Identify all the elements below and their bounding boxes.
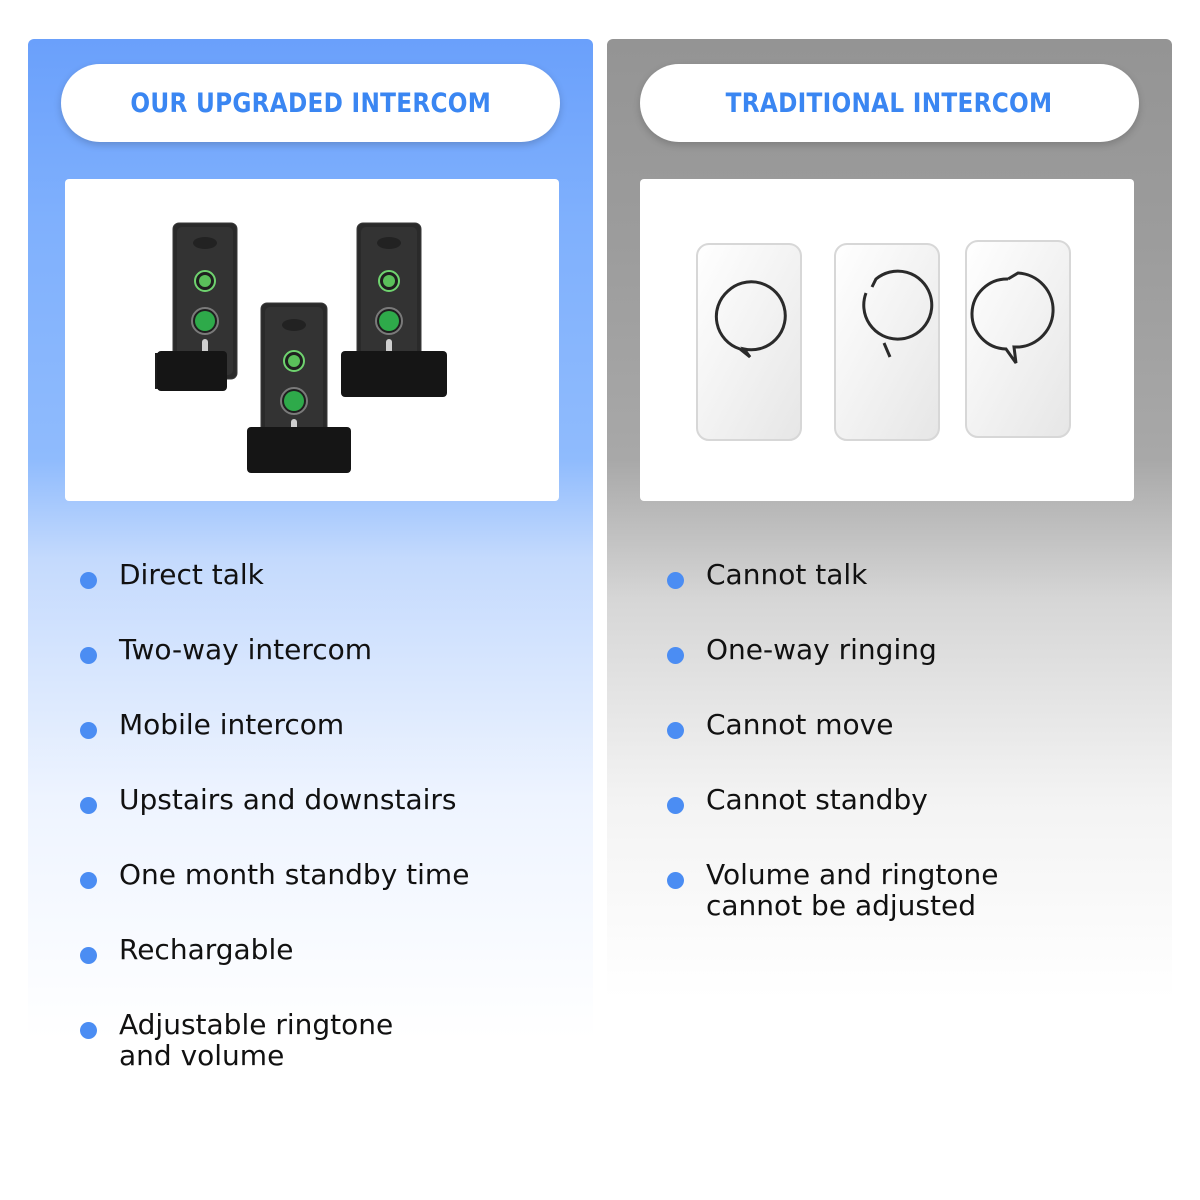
feature-text: Two-way intercom <box>119 633 373 666</box>
bullet-icon <box>80 872 97 889</box>
feature-text: Cannot standby <box>706 783 928 816</box>
feature-text: Adjustable ringtone and volume <box>119 1008 394 1072</box>
bullet-icon <box>667 647 684 664</box>
feature-text: Mobile intercom <box>119 708 345 741</box>
bullet-icon <box>80 647 97 664</box>
feature-text: Cannot move <box>706 708 894 741</box>
bullet-icon <box>667 797 684 814</box>
bullet-icon <box>667 722 684 739</box>
feature-text: One-way ringing <box>706 633 937 666</box>
upgraded-intercom-panel: OUR UPGRADED INTERCOM <box>28 39 593 1189</box>
bullet-icon <box>667 872 684 889</box>
traditional-intercom-panel: TRADITIONAL INTERCOM Cannot talk <box>607 39 1172 1189</box>
bullet-icon <box>667 572 684 589</box>
bullet-icon <box>80 797 97 814</box>
upgraded-intercom-title: OUR UPGRADED INTERCOM <box>130 87 491 119</box>
upgraded-intercom-image <box>65 179 559 501</box>
feature-text: One month standby time <box>119 858 470 891</box>
upgraded-intercom-header: OUR UPGRADED INTERCOM <box>61 64 560 142</box>
doorbell-buttons-icon <box>696 240 1071 441</box>
traditional-intercom-header: TRADITIONAL INTERCOM <box>640 64 1139 142</box>
traditional-intercom-image <box>640 179 1134 501</box>
bullet-icon <box>80 1022 97 1039</box>
feature-text: Rechargable <box>119 933 294 966</box>
bullet-icon <box>80 572 97 589</box>
feature-text: Upstairs and downstairs <box>119 783 457 816</box>
feature-text: Cannot talk <box>706 558 868 591</box>
intercom-handsets-icon <box>155 222 447 473</box>
bullet-icon <box>80 947 97 964</box>
bullet-icon <box>80 722 97 739</box>
traditional-intercom-title: TRADITIONAL INTERCOM <box>726 87 1053 119</box>
feature-text: Direct talk <box>119 558 264 591</box>
feature-text: Volume and ringtone cannot be adjusted <box>706 858 999 922</box>
